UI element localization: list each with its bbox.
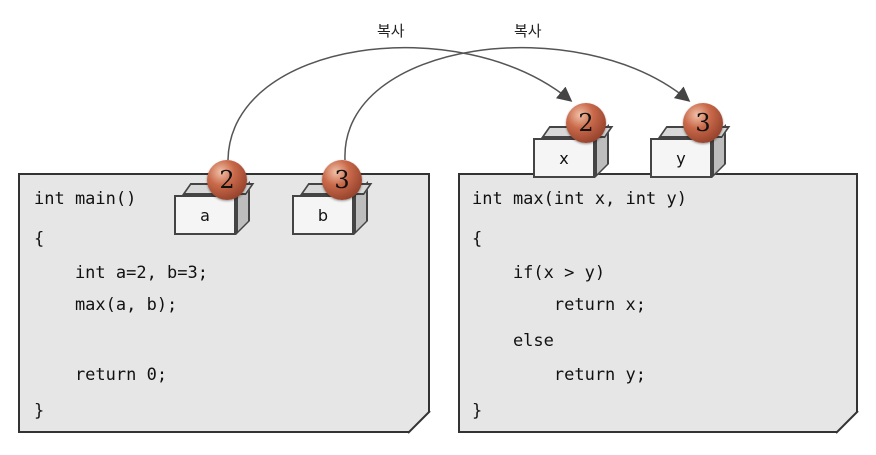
code-line: max(a, b); (34, 295, 178, 315)
copy-label-1: 복사 (377, 22, 405, 40)
value-ball-y: 3 (683, 103, 723, 143)
copy-arrow-a-to-x (227, 46, 573, 161)
code-line: { (34, 229, 45, 249)
max-code-panel: int max(int x, int y) { if(x > y) return… (458, 173, 858, 433)
code-line: return x; (472, 295, 646, 315)
code-line: return y; (472, 365, 646, 385)
page-curl-icon (408, 411, 431, 434)
code-line: } (34, 401, 45, 421)
variable-box-b: b (292, 195, 354, 235)
page-curl-icon (836, 411, 859, 434)
ball-value-a: 2 (219, 166, 235, 194)
value-ball-b: 3 (322, 160, 362, 200)
value-ball-a: 2 (207, 160, 247, 200)
code-line: { (472, 229, 483, 249)
code-line: int a=2, b=3; (34, 263, 208, 283)
copy-label-2: 복사 (514, 22, 542, 40)
box-label-x: x (559, 148, 569, 168)
box-label-y: y (676, 148, 686, 168)
variable-box-y: y (650, 138, 712, 178)
variable-box-x: x (533, 138, 595, 178)
code-line: return 0; (34, 365, 168, 385)
code-line: int max(int x, int y) (472, 189, 687, 209)
ball-value-b: 3 (334, 166, 350, 194)
code-line: if(x > y) (472, 263, 606, 283)
box-label-b: b (317, 205, 329, 225)
code-line: int main() (34, 189, 137, 209)
value-ball-x: 2 (566, 103, 606, 143)
ball-value-y: 3 (695, 109, 711, 137)
variable-box-a: a (174, 195, 236, 235)
code-line: else (472, 331, 554, 351)
code-line: } (472, 401, 483, 421)
ball-value-x: 2 (578, 109, 594, 137)
copy-arrow-b-to-y (344, 46, 691, 161)
box-label-a: a (200, 205, 210, 225)
